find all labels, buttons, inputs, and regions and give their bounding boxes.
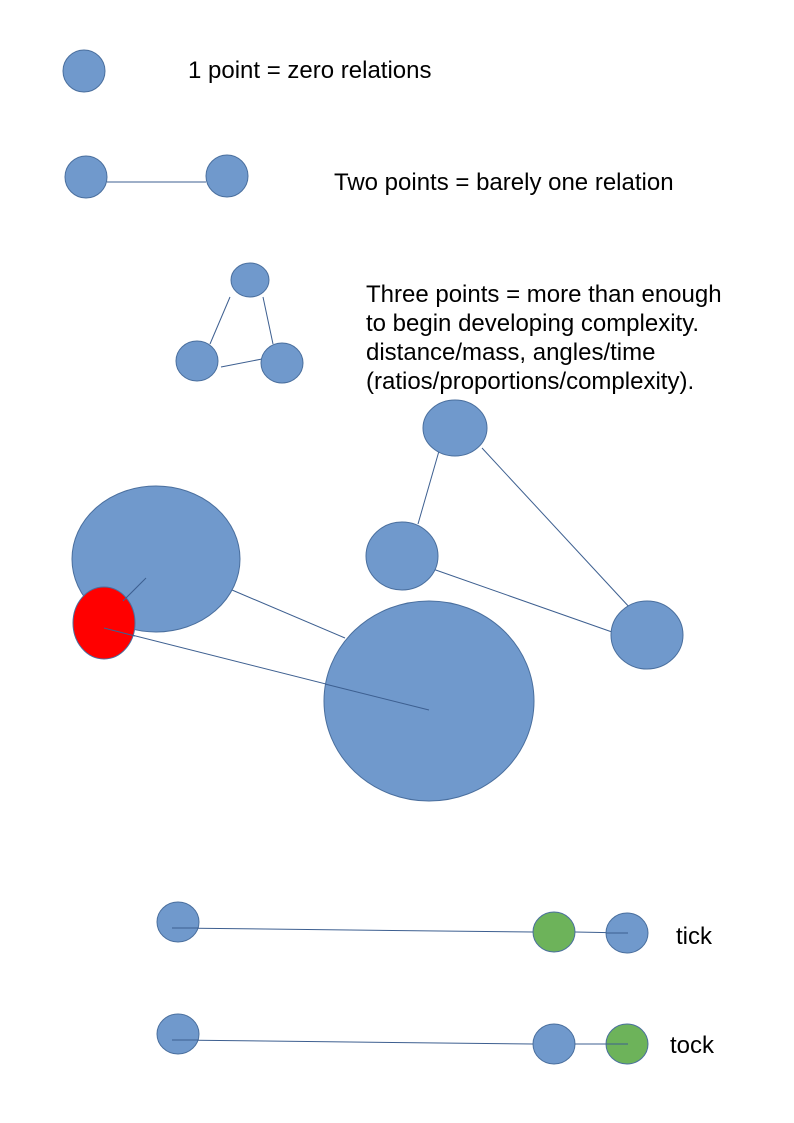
red-inner-edge: [103, 627, 136, 637]
right-mid-to-far-edge: [429, 567, 613, 633]
tick-left-node: [156, 901, 200, 943]
triangle-left-node: [175, 340, 219, 382]
right-top-to-far-edge: [481, 447, 632, 610]
nodes: [62, 49, 684, 1065]
tock-label: tock: [670, 1032, 715, 1059]
large-inner-edge: [122, 577, 147, 602]
pair-left-node: [64, 155, 108, 199]
large-to-huge-edge: [231, 589, 346, 639]
pair-right-node: [205, 154, 249, 198]
single-point-node: [62, 49, 106, 93]
triangle-top-node: [230, 262, 270, 298]
tock-edge-long: [171, 1039, 534, 1045]
three-points-label-line-3: distance/mass, angles/time: [366, 339, 656, 366]
tock-mid-node: [532, 1023, 576, 1065]
right-far-node: [610, 600, 684, 670]
tock-left-node: [156, 1013, 200, 1055]
triangle-edge-top-left: [209, 296, 231, 345]
three-points-label-line-2: to begin developing complexity.: [366, 310, 700, 337]
tick-edge-long: [171, 927, 534, 933]
tick-green-node: [532, 911, 576, 953]
huge-node: [323, 600, 535, 802]
three-points-label-line-1: Three points = more than enough: [366, 281, 722, 308]
tick-label: tick: [676, 923, 712, 950]
two-points-label: Two points = barely one relation: [334, 169, 674, 196]
triangle-edge-top-right: [262, 296, 274, 345]
red-node: [72, 586, 136, 660]
right-top-node: [422, 399, 488, 457]
triangle-edge-bottom: [220, 358, 263, 368]
triangle-right-node: [260, 342, 304, 384]
three-points-label-line-4: (ratios/proportions/complexity).: [366, 368, 695, 395]
right-mid-node: [365, 521, 439, 591]
one-point-label: 1 point = zero relations: [188, 57, 432, 84]
huge-inner-edge: [324, 683, 430, 711]
right-top-to-mid-edge: [417, 450, 440, 525]
overlay-edges: [103, 577, 628, 1045]
